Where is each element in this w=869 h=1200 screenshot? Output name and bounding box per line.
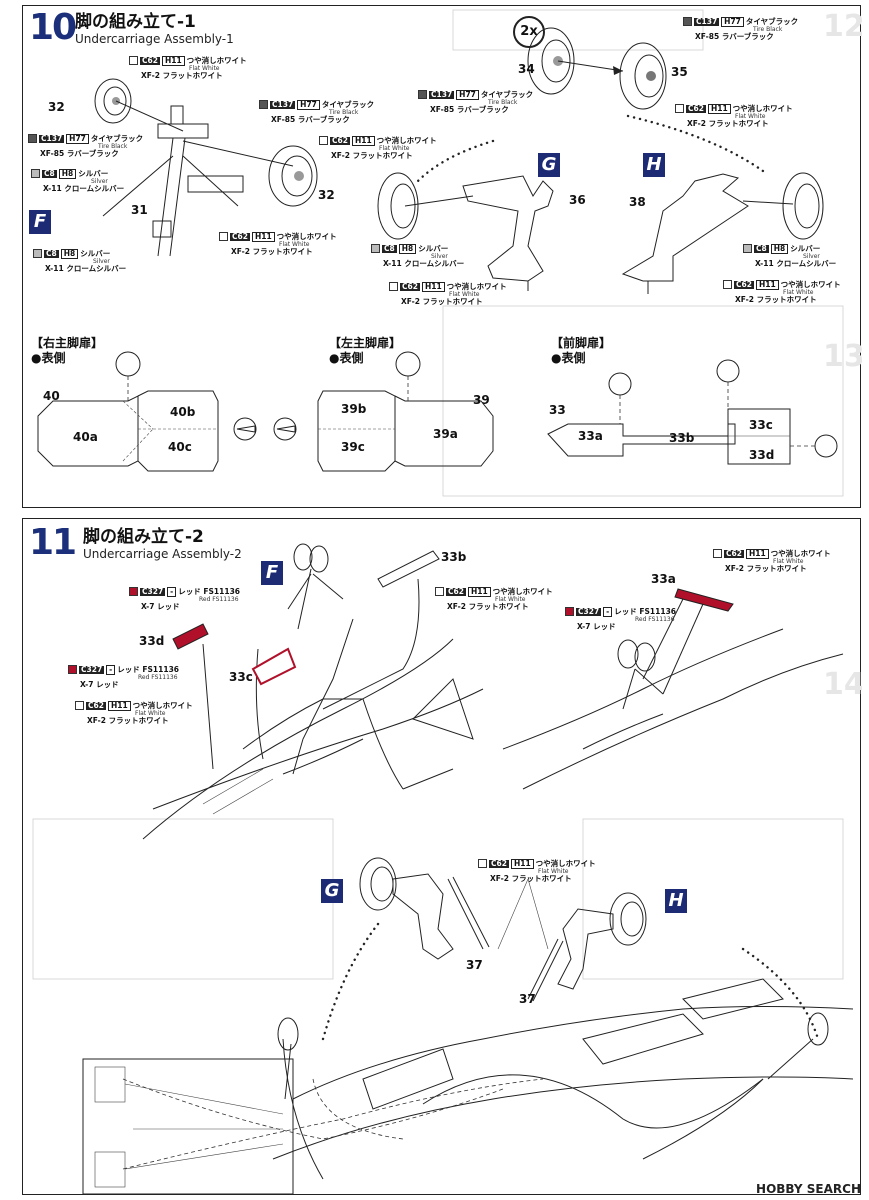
part-label: 33a xyxy=(651,572,676,586)
part-label: 40a xyxy=(73,430,98,444)
part-label: 40c xyxy=(168,440,192,454)
color-swatch xyxy=(565,607,574,617)
color-swatch xyxy=(33,249,42,259)
color-swatch xyxy=(31,169,40,179)
assembly-letter-f: F xyxy=(261,561,283,585)
color-swatch xyxy=(28,134,37,144)
color-swatch xyxy=(418,90,427,100)
part-label: 33a xyxy=(578,429,603,443)
part-label: 40b xyxy=(170,405,196,419)
assembly-letter-g: G xyxy=(538,153,560,177)
color-swatch xyxy=(129,587,138,597)
step-subtitle: Undercarriage Assembly-2 xyxy=(83,547,242,561)
door-header-front: 【前脚扉】 ●表側 xyxy=(551,336,612,365)
part-label: 37 xyxy=(466,958,483,972)
paint-callout-red: C327-レッド FS11136 Red FS11136 X-7 レッド xyxy=(565,607,676,631)
svg-text:13: 13 xyxy=(823,339,862,374)
part-label: 37 xyxy=(519,992,536,1006)
door-header-left: 【左主脚扉】 ●表側 xyxy=(329,336,402,365)
part-label: 33d xyxy=(139,634,165,648)
part-label: 39 xyxy=(473,393,490,407)
step-number: 11 xyxy=(29,522,77,563)
color-swatch xyxy=(219,232,228,242)
part-label: 32 xyxy=(318,188,335,202)
assembly-letter-g: G xyxy=(321,879,343,903)
color-swatch xyxy=(478,859,487,869)
color-swatch xyxy=(743,244,752,254)
color-swatch xyxy=(675,104,684,114)
step-subtitle: Undercarriage Assembly-1 xyxy=(75,32,234,46)
part-label: 34 xyxy=(518,62,535,76)
part-label: 33c xyxy=(229,670,253,684)
step-title: 脚の組み立て-1 xyxy=(75,12,196,32)
door-header-right: 【右主脚扉】 ●表側 xyxy=(31,336,104,365)
part-label: 36 xyxy=(569,193,586,207)
part-label: 35 xyxy=(671,65,688,79)
quantity-badge: 2x xyxy=(513,16,545,48)
part-label: 31 xyxy=(131,203,148,217)
part-label: 33b xyxy=(669,431,695,445)
color-swatch xyxy=(435,587,444,597)
color-swatch xyxy=(713,549,722,559)
assembly-letter-h: H xyxy=(665,889,687,913)
part-label: 39b xyxy=(341,402,367,416)
paint-callout-red: C327-レッド FS11136 Red FS11136 X-7 レッド xyxy=(68,665,179,689)
svg-text:14: 14 xyxy=(823,667,862,702)
color-swatch xyxy=(68,665,77,675)
part-label: 33c xyxy=(749,418,773,432)
part-label: 33d xyxy=(749,448,775,462)
step-11-panel: 14 xyxy=(22,518,862,1195)
part-label: 39c xyxy=(341,440,365,454)
step-11-drawing: 14 xyxy=(32,543,862,1195)
part-label: 33b xyxy=(441,550,467,564)
color-swatch xyxy=(319,136,328,146)
assembly-letter-h: H xyxy=(643,153,665,177)
color-swatch xyxy=(723,280,732,290)
step-10-panel: 12 13 xyxy=(22,5,862,508)
step-10-drawing: 12 13 xyxy=(37,9,862,497)
color-swatch xyxy=(129,56,138,66)
color-swatch xyxy=(259,100,268,110)
color-swatch xyxy=(75,701,84,711)
svg-text:12: 12 xyxy=(823,9,862,44)
color-swatch xyxy=(371,244,380,254)
step-title: 脚の組み立て-2 xyxy=(83,527,204,547)
part-label: 39a xyxy=(433,427,458,441)
part-label: 32 xyxy=(48,100,65,114)
paint-callout-red: C327-レッド FS11136 Red FS11136 X-7 レッド xyxy=(129,587,240,611)
color-swatch xyxy=(389,282,398,292)
assembly-letter-f: F xyxy=(29,210,51,234)
watermark: HOBBY SEARCH xyxy=(756,1182,861,1196)
part-label: 40 xyxy=(43,389,60,403)
part-label: 33 xyxy=(549,403,566,417)
color-swatch xyxy=(683,17,692,27)
part-label: 38 xyxy=(629,195,646,209)
step-number: 10 xyxy=(29,7,77,48)
